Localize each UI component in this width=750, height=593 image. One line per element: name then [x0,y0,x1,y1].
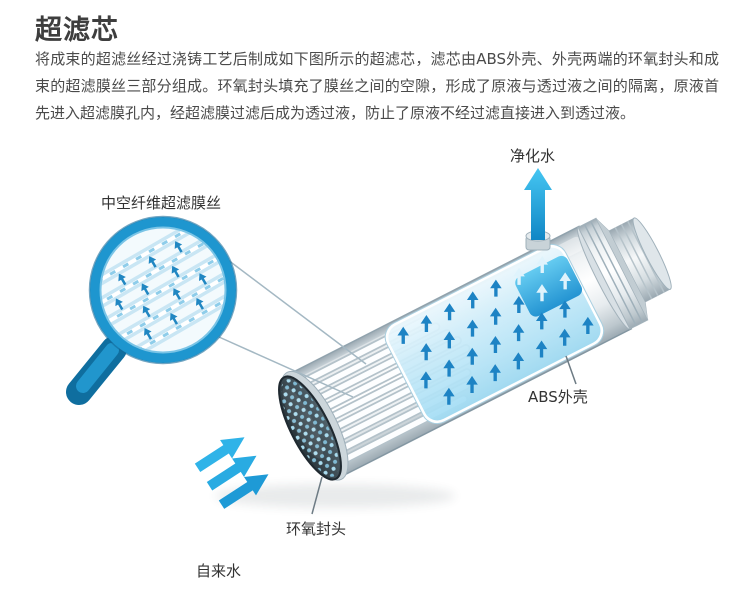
epoxy-head-label: 环氧封头 [286,520,347,538]
label-connector-lines [311,355,577,515]
purified-water-arrow-icon [524,168,552,240]
floor-shadow [215,484,455,508]
callout-lines [218,259,367,398]
magnified-fibers [101,228,225,352]
page-title: 超滤芯 [35,15,119,46]
membrane-fiber-label: 中空纤维超滤膜丝 [101,194,222,212]
purified-water-label: 净化水 [510,147,556,165]
end-cap [576,217,672,330]
tap-water-label: 自来水 [196,562,242,580]
magnifier-icon [66,215,238,405]
membrane-window [384,243,605,425]
cartridge-body [278,217,672,481]
abs-shell-label: ABS外壳 [528,388,588,406]
intro-paragraph: 将成束的超滤丝经过浇铸工艺后制成如下图所示的超滤芯，滤芯由ABS外壳、外壳两端的… [35,50,719,122]
